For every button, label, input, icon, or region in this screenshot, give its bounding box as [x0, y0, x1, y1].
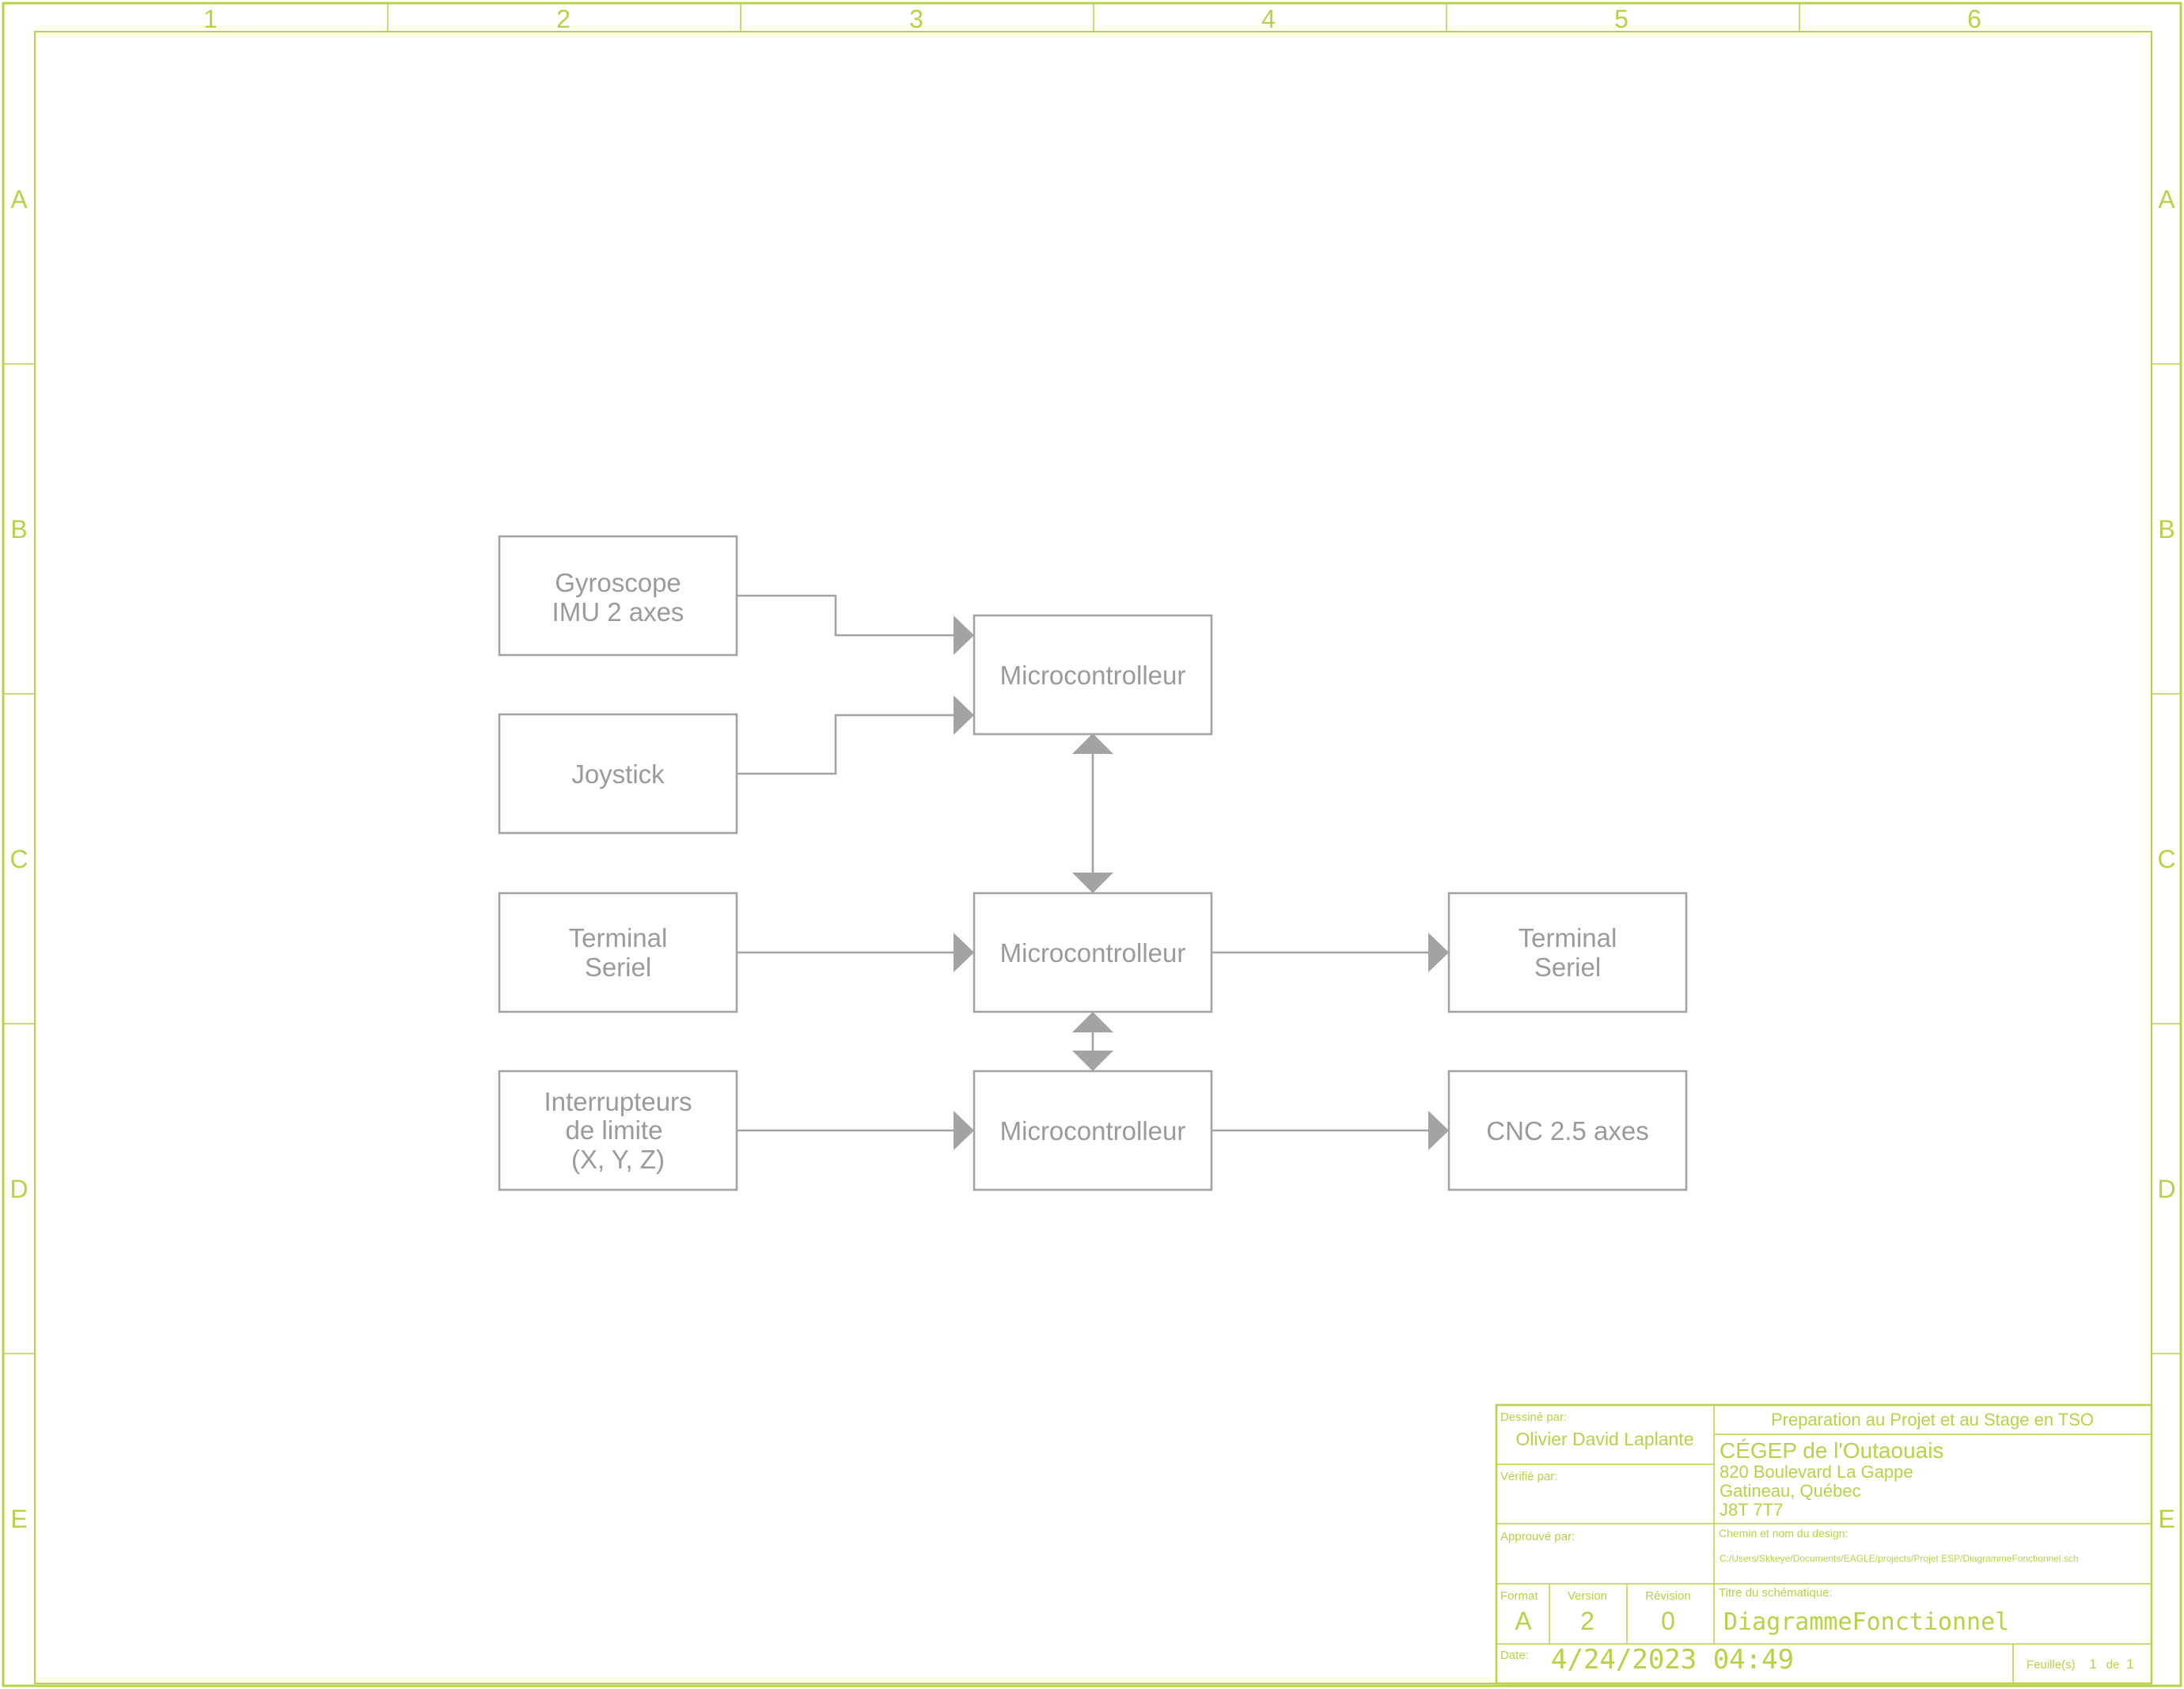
block-label: Microcontrolleur [1000, 661, 1186, 690]
path-label: Chemin et nom du design: [1719, 1527, 1848, 1539]
block-label: Microcontrolleur [1000, 938, 1186, 968]
column-label: 1 [203, 5, 218, 33]
block-limit-switches: Interrupteurs de limite (X, Y, Z) [498, 1070, 738, 1191]
block-label: Microcontrolleur [1000, 1116, 1186, 1146]
block-label: Seriel [1534, 952, 1601, 982]
course-title: Preparation au Projet et au Stage en TSO [1771, 1410, 2094, 1430]
wire-gyroscope-to-mcu [737, 594, 957, 637]
block-label: Joystick [571, 759, 665, 789]
arrowhead-right [954, 615, 974, 655]
revision-value: 0 [1661, 1607, 1675, 1635]
approved-by-label: Approuvé par: [1500, 1530, 1575, 1543]
row-ruler [3, 363, 2181, 1354]
date-label: Date: [1500, 1649, 1529, 1662]
block-label: Terminal [1519, 923, 1617, 952]
block-label: (X, Y, Z) [571, 1145, 665, 1174]
block-joystick: Joystick [498, 713, 738, 835]
sheet-total: 1 [2126, 1657, 2133, 1672]
row-label: A [2158, 185, 2175, 214]
sheet-label: Feuille(s) [2027, 1658, 2076, 1672]
title-block: Dessiné par: Olivier David Laplante Véri… [1495, 1403, 2153, 1685]
arrowhead-right [1428, 933, 1449, 972]
drawn-by-label: Dessiné par: [1500, 1411, 1567, 1424]
revision-label: Révision [1645, 1589, 1691, 1603]
column-label: 5 [1614, 5, 1629, 33]
address-line: 820 Boulevard La Gappe [1720, 1462, 1913, 1482]
column-label: 3 [909, 5, 923, 33]
column-ruler [387, 3, 1800, 32]
arrowhead-up [1072, 733, 1113, 754]
sheet-number: 1 [2089, 1657, 2096, 1672]
block-mcu-bottom: Microcontrolleur [973, 1070, 1213, 1191]
arrowhead-right [954, 695, 974, 735]
format-label: Format [1500, 1589, 1538, 1603]
column-label: 2 [556, 5, 571, 33]
block-label: Interrupteurs [544, 1087, 692, 1116]
block-terminal-in: Terminal Seriel [498, 892, 738, 1013]
column-label: 4 [1261, 5, 1276, 33]
arrowhead-down [1072, 873, 1113, 893]
schematic-title-label: Titre du schématique: [1719, 1586, 1833, 1600]
version-value: 2 [1580, 1607, 1594, 1635]
block-label: Terminal [569, 923, 668, 952]
row-label: B [10, 515, 27, 543]
verified-by-label: Vérifié par: [1500, 1470, 1558, 1483]
row-label: E [10, 1505, 27, 1533]
arrowheads [954, 615, 1449, 1150]
block-label: CNC 2.5 axes [1486, 1116, 1648, 1146]
design-path: C:/Users/Skkeye/Documents/EAGLE/projects… [1720, 1553, 2079, 1564]
block-terminal-out: Terminal Seriel [1447, 892, 1688, 1013]
address-line: Gatineau, Québec [1720, 1481, 1861, 1501]
address-line: J8T 7T7 [1720, 1500, 1783, 1520]
row-label: D [9, 1175, 28, 1203]
drawn-by-value: Olivier David Laplante [1515, 1429, 1693, 1449]
arrowhead-right [1428, 1111, 1449, 1150]
arrowhead-right [954, 933, 974, 972]
block-label: IMU 2 axes [552, 597, 684, 627]
row-label: C [2157, 845, 2175, 873]
organization-name: CÉGEP de l'Outaouais [1720, 1438, 1943, 1463]
block-gyroscope: Gyroscope IMU 2 axes [498, 535, 738, 657]
sheet-of: de [2106, 1658, 2120, 1672]
block-label: de limite [566, 1115, 663, 1145]
row-label: E [2158, 1505, 2175, 1533]
block-mcu-mid: Microcontrolleur [973, 892, 1213, 1013]
row-label: D [2157, 1175, 2175, 1203]
schematic-title: DiagrammeFonctionnel [1723, 1608, 2009, 1636]
row-label: C [9, 845, 28, 873]
version-label: Version [1568, 1589, 1607, 1603]
column-label: 6 [1967, 5, 1981, 33]
title-block-frame [1495, 1403, 2153, 1685]
block-label: Seriel [585, 952, 651, 982]
wire-joystick-to-mcu [737, 714, 957, 775]
arrowhead-down [1072, 1051, 1113, 1071]
date-value: 4/24/2023 04:49 [1551, 1644, 1794, 1676]
format-value: A [1515, 1607, 1532, 1635]
row-label: A [10, 185, 28, 214]
block-mcu-top: Microcontrolleur [973, 614, 1213, 736]
wires [737, 594, 1432, 1132]
arrowhead-right [954, 1111, 974, 1150]
arrowhead-up [1072, 1012, 1113, 1032]
block-label: Gyroscope [555, 568, 681, 597]
block-cnc: CNC 2.5 axes [1447, 1070, 1688, 1191]
row-label: B [2158, 515, 2175, 543]
